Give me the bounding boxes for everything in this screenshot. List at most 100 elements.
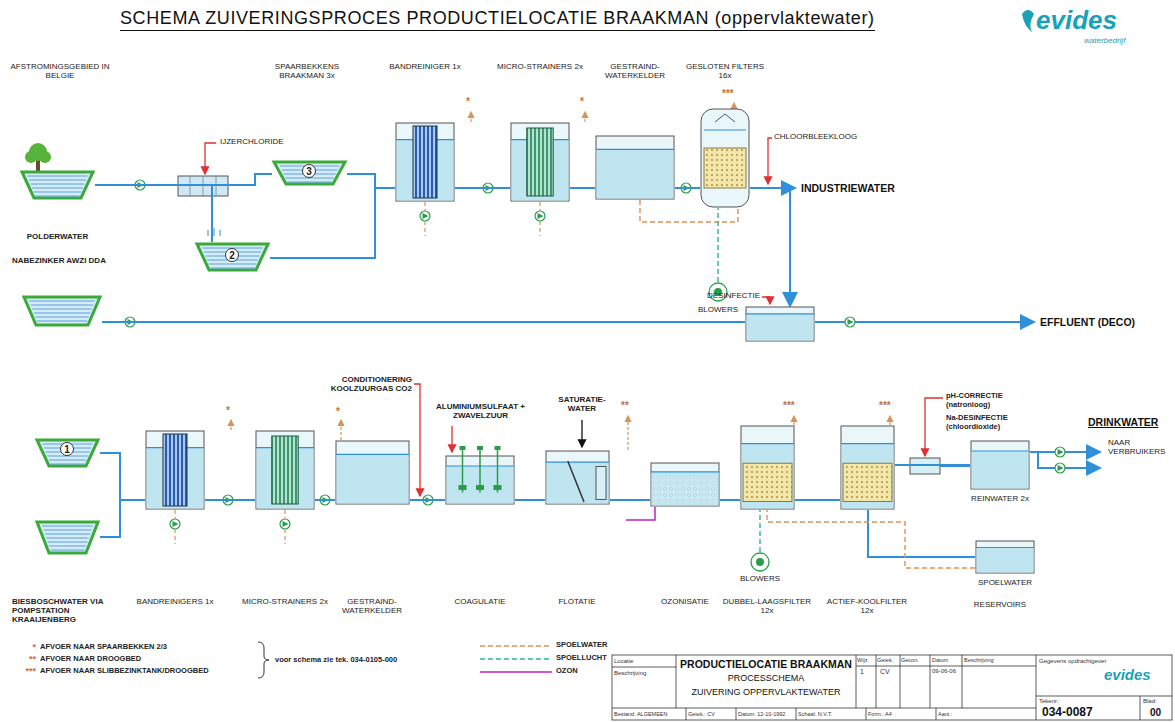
flow-connector	[102, 321, 745, 323]
flow-connector	[767, 510, 975, 568]
legend-text: AFVOER NAAR SPAARBEKKEN 2/3	[40, 643, 167, 652]
process-unit: REINWATER 2x	[970, 440, 1030, 490]
label: CV	[880, 668, 898, 676]
process-unit: MICRO-STRAINERS 2x	[510, 122, 570, 202]
unit-label: AFSTROMINGSGEBIED IN BELGIE	[10, 62, 110, 80]
unit-shape	[445, 455, 515, 505]
callout-mark: ***	[783, 400, 807, 412]
label: Gegevens opdrachtgever	[1039, 658, 1129, 665]
label: Aant.:	[938, 711, 998, 717]
label: Na-DESINFECTIE (chloordioxide)	[946, 414, 1036, 431]
label: Gecon.	[901, 657, 929, 663]
process-unit: 2	[195, 242, 270, 272]
process-unit: MICRO-STRAINERS 2x	[255, 430, 315, 510]
process-unit: BIESBOSCHWATER VIA POMPSTATION KRAAIJENB…	[35, 520, 100, 555]
unit-shape	[22, 295, 102, 327]
label: Form.: A4	[868, 711, 934, 717]
legend-text: SPOELWATER	[556, 641, 608, 650]
label: Wijz.	[857, 657, 877, 663]
unit-shape	[700, 108, 750, 208]
process-unit: AFSTROMINGSGEBIED IN BELGIEPOLDERWATER	[20, 170, 95, 200]
unit-shape	[510, 122, 570, 202]
label: DRINKWATER	[1088, 416, 1168, 428]
unit-label: SPAARBEKKENS BRAAKMAN 3x	[262, 62, 352, 80]
pump-symbol	[1055, 447, 1065, 457]
callout-mark: *	[336, 406, 348, 418]
label: CHLOORBLEEKLOOG	[774, 132, 874, 141]
flow-connector	[347, 174, 395, 188]
label: ZUIVERING OPPERVLAKTEWATER	[678, 687, 854, 697]
label: 09-06-06	[932, 668, 962, 675]
label: pH-CORRECTIE (natronloog)	[946, 392, 1021, 409]
flow-connector	[100, 500, 145, 537]
flow-connector	[410, 499, 445, 501]
legend-sample	[480, 655, 552, 663]
flow-connector	[795, 499, 840, 501]
unit-shape	[595, 135, 675, 200]
callout-mark: *	[580, 96, 592, 108]
pump-symbol	[170, 519, 180, 529]
label: Getek.	[877, 657, 901, 663]
callout-mark: *	[14, 642, 36, 652]
pump-symbol	[848, 319, 854, 325]
process-unit: GESTRAIND-WATERKELDER	[335, 440, 410, 505]
unit-label: GESLOTEN FILTERS 16x	[680, 62, 770, 80]
label: evides	[1036, 6, 1146, 36]
label: INDUSTRIEWATER	[801, 182, 911, 194]
flow-connector	[515, 499, 545, 501]
unit-label: BLOWERS	[725, 574, 795, 583]
unit-label: DESINFECTIE	[686, 291, 760, 300]
unit-label: BIESBOSCHWATER VIA POMPSTATION KRAAIJENB…	[12, 597, 127, 625]
label: evides	[1104, 666, 1170, 683]
label: NAAR VERBRUIKERS	[1108, 438, 1170, 456]
label: PRODUCTIELOCATIE BRAAKMAN	[678, 658, 854, 670]
label: EFFLUENT (DECO)	[1040, 316, 1170, 328]
label: RESERVOIRS	[960, 600, 1040, 609]
drain-line	[424, 202, 425, 236]
unit-label: ALUMINIUMSULFAAT + ZWAVELZUUR	[428, 402, 533, 420]
sludge-line	[470, 112, 471, 122]
process-unit: GESLOTEN FILTERS 16x	[700, 108, 750, 208]
legend-text: AFVOER NAAR DROOGBED	[40, 655, 141, 664]
sludge-line	[584, 112, 585, 122]
label: 1	[860, 668, 874, 676]
unit-shape	[35, 520, 100, 555]
label: Datum	[932, 657, 960, 663]
legend-text: AFVOER NAAR SLIBBEZINKTANK/DROOGBED	[40, 667, 209, 676]
unit-label: OZONISATIE	[640, 597, 730, 606]
sludge-line	[340, 420, 341, 440]
drain-line	[284, 510, 285, 544]
label: Schaal: N.V.T.	[798, 711, 864, 717]
pump-symbol	[1055, 463, 1065, 473]
unit-label: GESTRAIND-WATERKELDER	[322, 597, 422, 615]
sludge-line	[793, 416, 794, 425]
unit-shape	[970, 440, 1030, 490]
drain-line	[174, 510, 175, 544]
pump-symbol	[1058, 449, 1064, 455]
callout-mark: *	[226, 405, 238, 417]
drain-line	[539, 202, 540, 236]
unit-shape	[545, 450, 610, 505]
process-unit: DUBBEL-LAAGSFILTER 12x	[740, 425, 795, 510]
process-unit: GESTRAIND-WATERKELDER	[595, 135, 675, 200]
unit-shape	[20, 170, 95, 200]
flow-connector	[759, 510, 760, 552]
unit-label: COAGULATIE	[435, 597, 525, 606]
unit-shape	[335, 440, 410, 505]
unit-label: SPOELWATER	[965, 578, 1045, 587]
flow-connector	[720, 499, 740, 501]
flow-connector	[868, 510, 975, 557]
pump-symbol	[420, 211, 430, 221]
label: 00	[1150, 707, 1170, 719]
flow-connector	[610, 499, 650, 501]
pump-symbol	[283, 521, 289, 527]
label: Datum: 12-10-1992	[738, 711, 794, 717]
sludge-line	[627, 416, 628, 450]
unit-label: BANDREINIGER 1x	[375, 62, 475, 71]
unit-label: GESTRAIND-WATERKELDER	[585, 62, 685, 80]
callout-mark: ***	[722, 88, 746, 100]
unit-shape	[395, 122, 455, 202]
unit-label: REINWATER 2x	[960, 494, 1040, 503]
process-unit: SPAARBEKKENS BRAAKMAN 3x3	[272, 160, 347, 186]
